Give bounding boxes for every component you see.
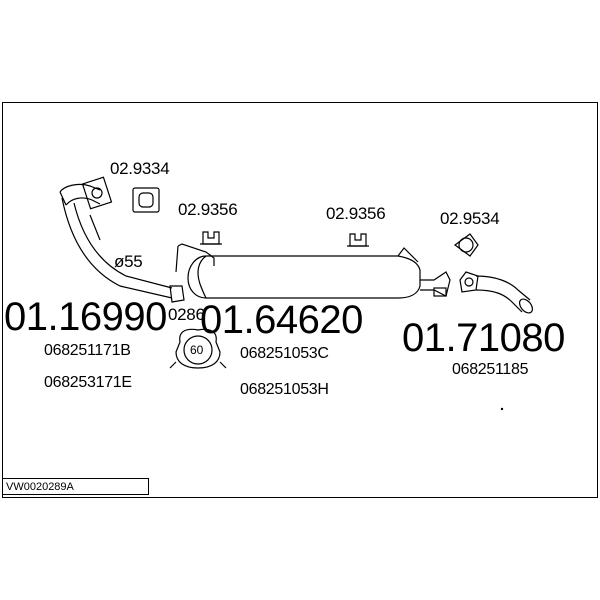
reference-code-box: VW0020289A — [2, 478, 149, 495]
part-number-middle-silencer: 01.64620 — [200, 298, 363, 342]
middle-silencer-drawing — [175, 243, 451, 299]
clamp-right-drawing — [347, 233, 369, 247]
ring-partial-label: 0286 — [168, 305, 205, 324]
diameter-label: ø55 — [114, 252, 143, 271]
oem-rear-pipe-1: 068251185 — [452, 361, 529, 378]
reference-code: VW0020289A — [6, 481, 74, 493]
front-pipe-drawing — [59, 176, 185, 303]
oem-middle-silencer-2: 068251053H — [240, 381, 329, 398]
gasket-front-label: 02.9334 — [110, 159, 170, 178]
clamp-left-drawing — [200, 231, 222, 245]
diagram-frame — [2, 102, 598, 498]
part-number-rear-pipe: 01.71080 — [402, 316, 565, 360]
rear-pipe-drawing — [459, 271, 534, 314]
gasket-front-drawing — [132, 187, 160, 213]
dot-mark — [500, 407, 504, 411]
oem-front-pipe-1: 068251171B — [44, 342, 131, 359]
part-number-front-pipe: 01.16990 — [4, 295, 167, 339]
gasket-rear-label: 02.9534 — [440, 209, 500, 228]
gasket-rear-drawing — [453, 233, 479, 257]
ring-60-drawing — [169, 328, 227, 369]
oem-front-pipe-2: 068253171E — [44, 374, 132, 391]
oem-middle-silencer-1: 068251053C — [240, 345, 329, 362]
ring-size-label: 60 — [190, 343, 204, 357]
clamp-right-label: 02.9356 — [326, 204, 386, 223]
clamp-left-label: 02.9356 — [178, 200, 238, 219]
